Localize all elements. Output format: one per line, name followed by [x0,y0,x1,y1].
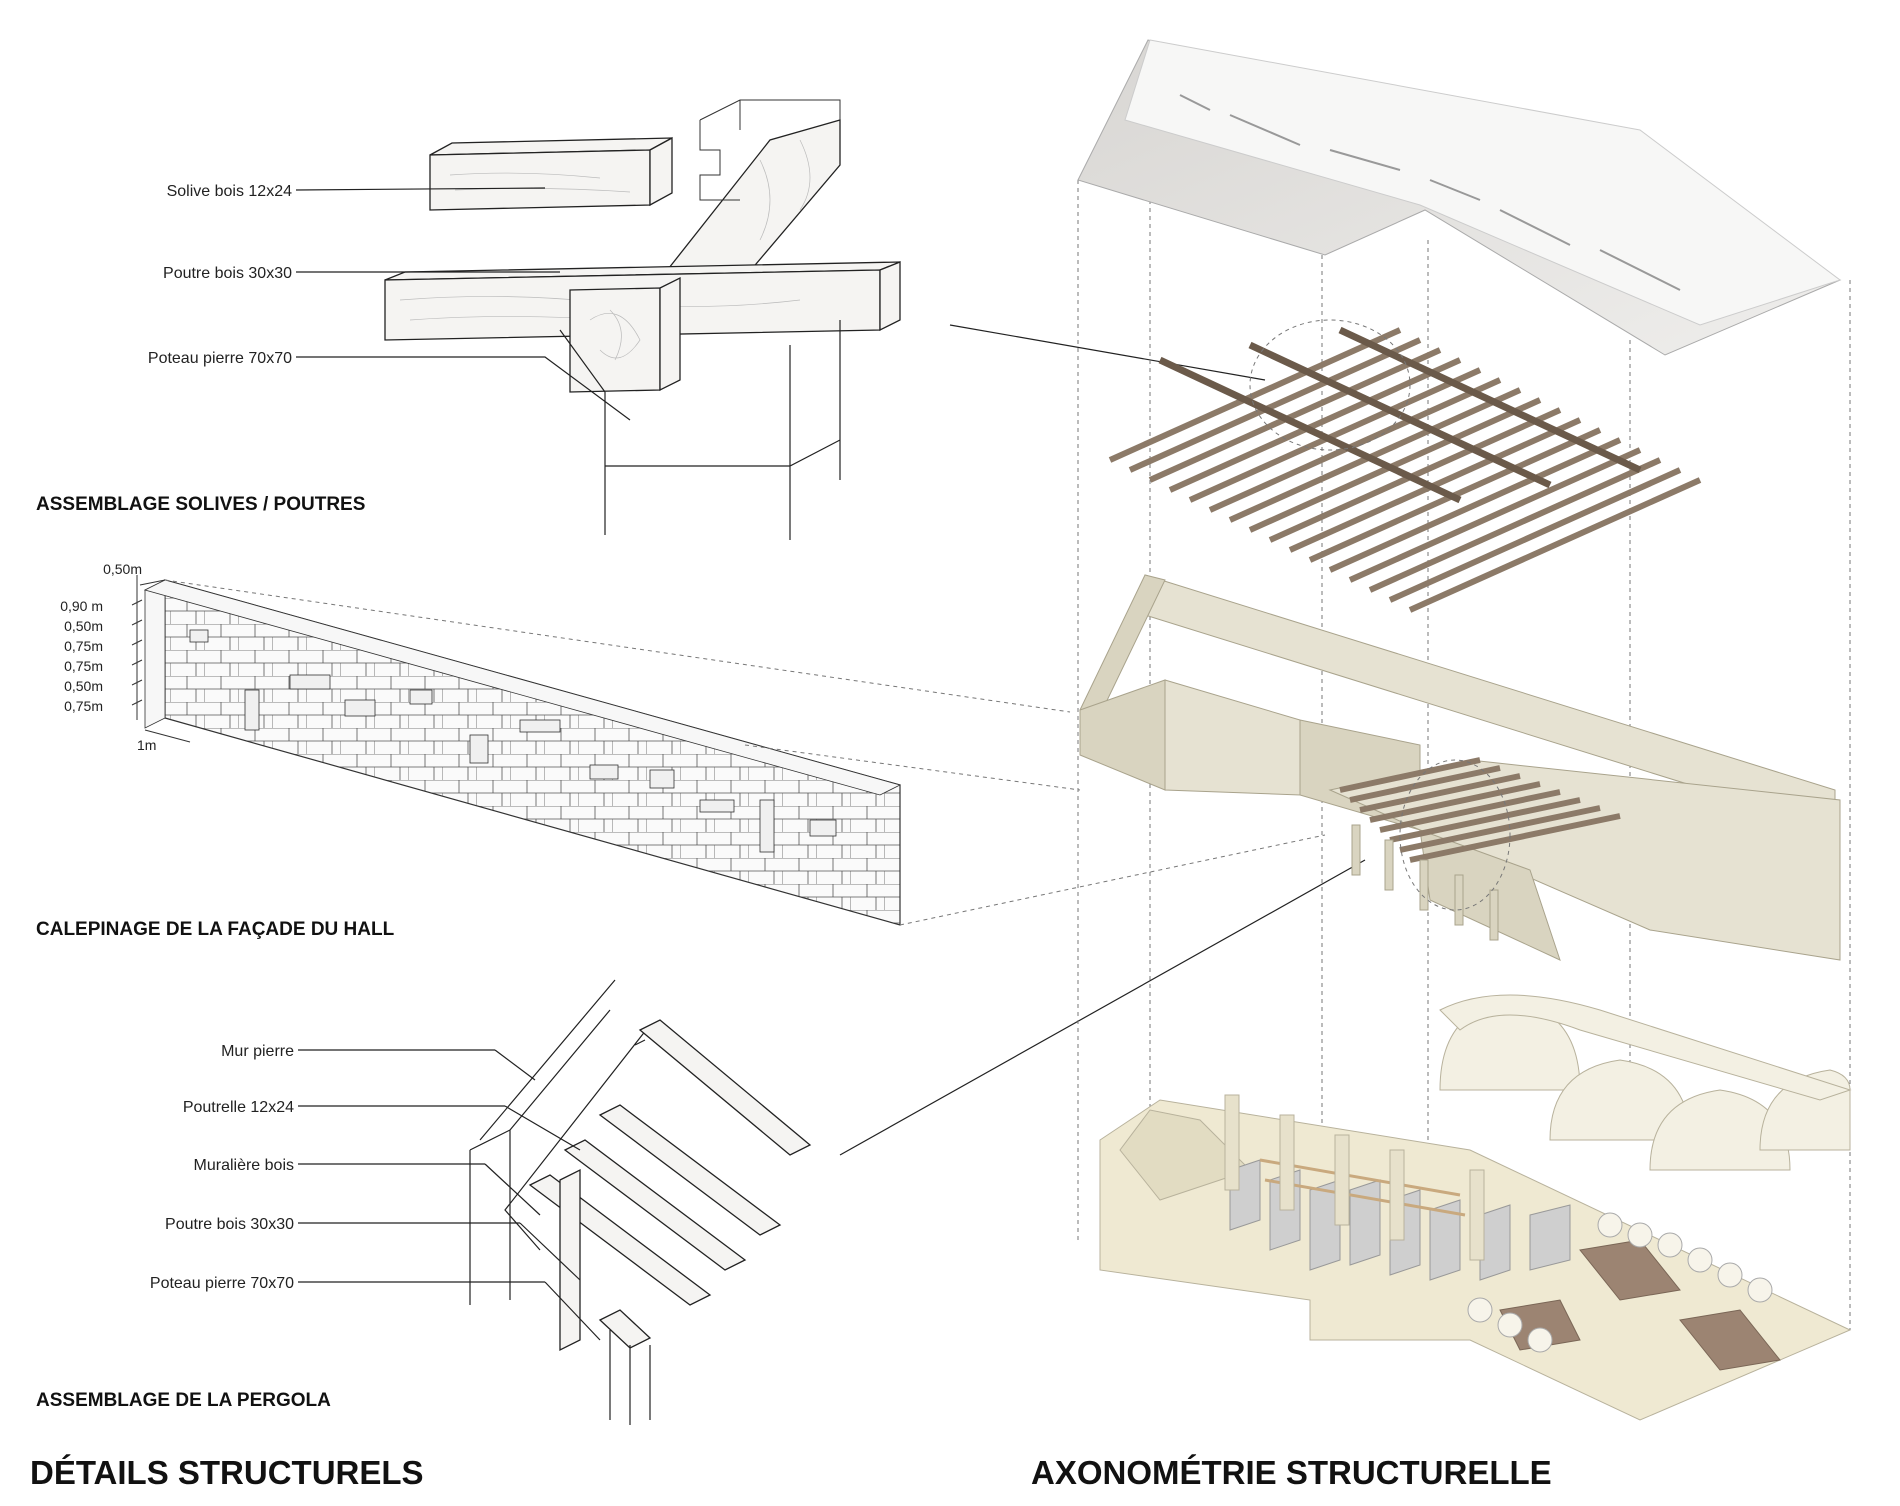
label-poteau: Poteau pierre 70x70 [148,350,292,367]
heading-joists: ASSEMBLAGE SOLIVES / POUTRES [36,494,365,515]
label-poutre-bois: Poutre bois 30x30 [165,1216,294,1233]
label-mur: Mur pierre [221,1043,294,1060]
dim-1: 0,90 m [60,598,103,614]
dim-5: 0,50m [64,678,103,694]
joist-beam-detail: Solive bois 12x24 Poutre bois 30x30 Pote… [36,99,901,540]
facade-detail: 0,50m 0,90 m 0,50m 0,75m 0,75m 0,50m 0,7… [36,561,1326,940]
pergola-detail: Mur pierre Poutrelle 12x24 Muralière boi… [36,979,812,1425]
label-solive: Solive bois 12x24 [167,183,293,200]
dim-4: 0,75m [64,658,103,674]
title-details: DÉTAILS STRUCTURELS [30,1454,424,1491]
label-poutrelle: Poutrelle 12x24 [183,1099,294,1116]
dim-2: 0,50m [64,618,103,634]
dim-6: 0,75m [64,698,103,714]
label-poteau-pierre: Poteau pierre 70x70 [150,1275,294,1292]
connector-lines [839,324,1366,1156]
heading-facade: CALEPINAGE DE LA FAÇADE DU HALL [36,919,395,940]
label-muraliere: Muralière bois [194,1157,294,1174]
dim-scale: 1m [137,737,156,753]
axonometry [1077,39,1852,1421]
title-axonometry: AXONOMÉTRIE STRUCTURELLE [1031,1454,1552,1491]
dim-0: 0,50m [103,561,142,577]
heading-pergola: ASSEMBLAGE DE LA PERGOLA [36,1390,331,1411]
dim-3: 0,75m [64,638,103,654]
label-poutre: Poutre bois 30x30 [163,265,292,282]
